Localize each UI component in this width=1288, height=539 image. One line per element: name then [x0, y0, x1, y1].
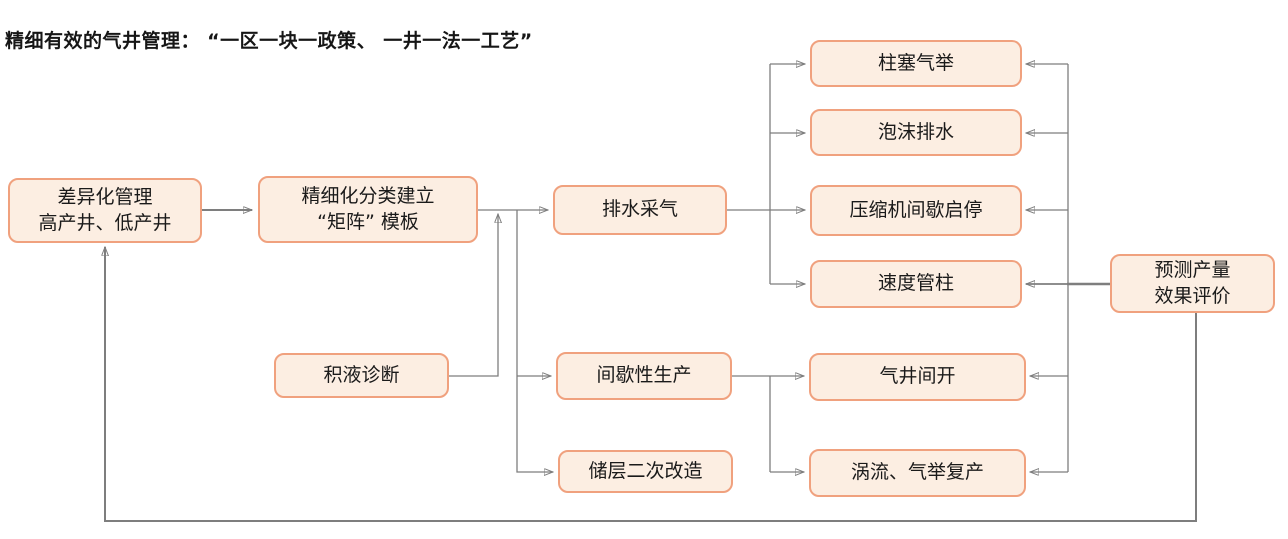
node-intermittent-production: 间歇性生产: [556, 352, 732, 400]
node-foam-drainage: 泡沫排水: [810, 109, 1022, 156]
node-prediction-evaluation-line1: 预测产量: [1154, 259, 1231, 282]
node-plunger-lift: 柱塞气举: [810, 40, 1022, 87]
node-well-intermittent-open-label: 气井间开: [879, 365, 956, 388]
node-prediction-evaluation-line2: 效果评价: [1154, 284, 1231, 307]
node-velocity-string-label: 速度管柱: [877, 272, 954, 295]
node-compressor-intermittent-label: 压缩机间歇启停: [849, 198, 983, 221]
node-foam-drainage-label: 泡沫排水: [877, 120, 954, 143]
node-matrix-template-line1: 精细化分类建立: [301, 185, 435, 208]
node-reservoir-restimulation: 储层二次改造: [558, 450, 733, 493]
node-diff-management: 差异化管理 高产井、低产井: [8, 178, 202, 243]
node-well-intermittent-open: 气井间开: [809, 353, 1026, 401]
node-diff-management-line2: 高产井、低产井: [38, 211, 172, 234]
node-liquid-diagnosis-label: 积液诊断: [323, 363, 400, 386]
node-vortex-gas-lift-label: 涡流、气举复产: [850, 461, 984, 484]
node-vortex-gas-lift: 涡流、气举复产: [809, 449, 1026, 497]
node-drainage-gas-label: 排水采气: [601, 198, 678, 221]
node-intermittent-production-label: 间歇性生产: [596, 364, 692, 387]
node-liquid-diagnosis: 积液诊断: [274, 353, 449, 398]
node-drainage-gas: 排水采气: [553, 185, 727, 235]
node-diff-management-line1: 差异化管理: [57, 186, 153, 209]
node-velocity-string: 速度管柱: [810, 260, 1022, 308]
node-matrix-template-line2: “矩阵” 模板: [317, 210, 419, 233]
node-reservoir-restimulation-label: 储层二次改造: [588, 459, 703, 482]
node-plunger-lift-label: 柱塞气举: [877, 51, 954, 74]
node-prediction-evaluation: 预测产量 效果评价: [1110, 254, 1275, 313]
node-matrix-template: 精细化分类建立 “矩阵” 模板: [258, 176, 478, 243]
connector-branch-down-to-restim: [516, 210, 553, 472]
diagram-title: 精细有效的气井管理： “一区一块一政策、 一井一法一工艺”: [5, 30, 533, 52]
node-compressor-intermittent: 压缩机间歇启停: [810, 185, 1022, 236]
